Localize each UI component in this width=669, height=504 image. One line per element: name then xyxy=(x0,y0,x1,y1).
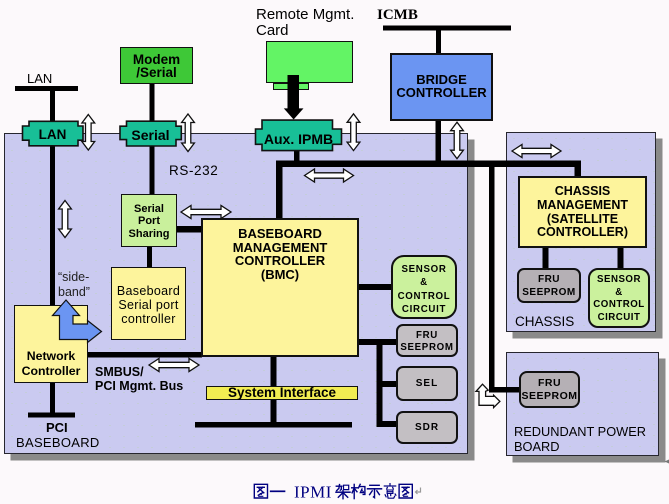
svg-text:IPMI: IPMI xyxy=(294,483,332,502)
